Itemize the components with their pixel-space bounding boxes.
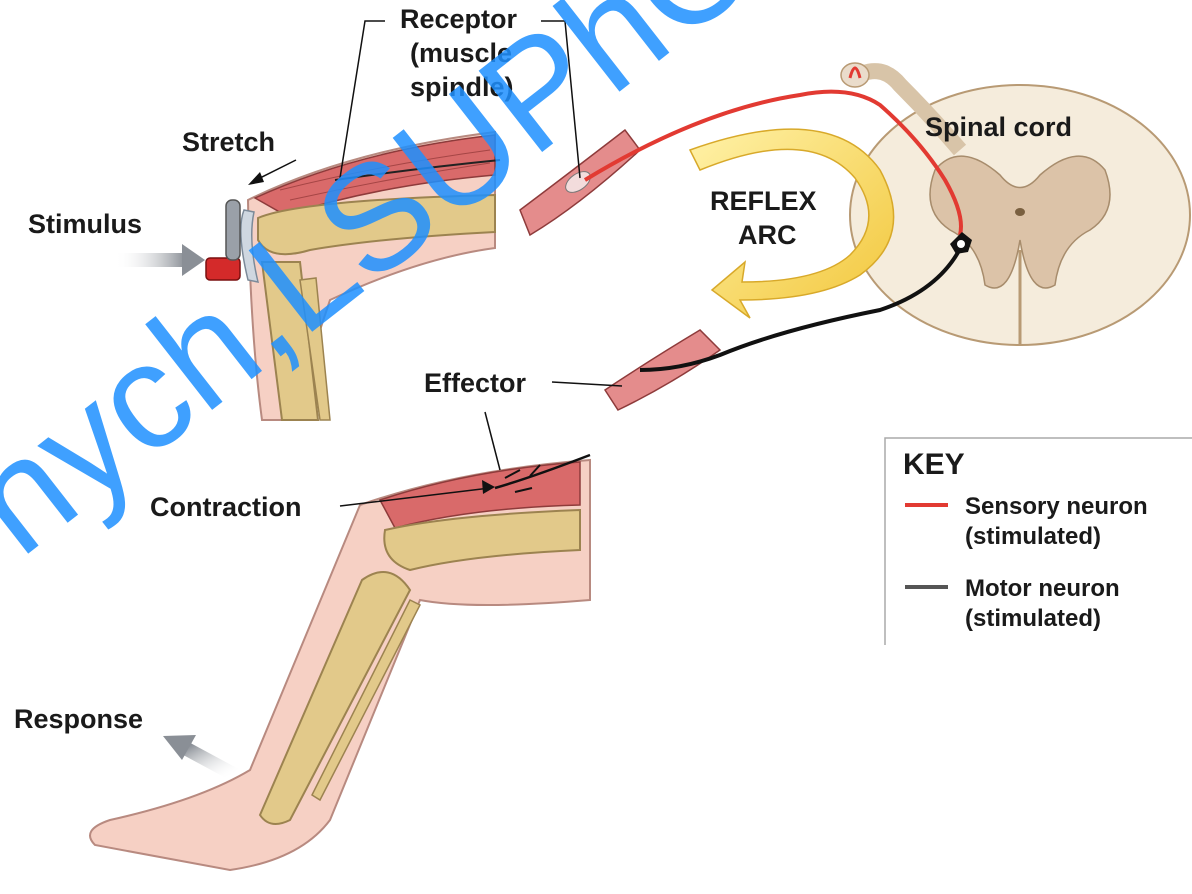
spinal-cord-illustration — [841, 63, 1190, 345]
effector-leader-line — [552, 382, 622, 386]
label-reflex: REFLEX — [710, 186, 817, 216]
label-response: Response — [14, 704, 143, 734]
legend-key: KEY Sensory neuron (stimulated) Motor ne… — [885, 438, 1192, 645]
stretch-arrowhead — [248, 172, 264, 185]
effector-leader-line-down — [485, 412, 500, 470]
label-stimulus: Stimulus — [28, 209, 142, 239]
label-arc: ARC — [738, 220, 797, 250]
key-sensory-line2: (stimulated) — [965, 523, 1101, 550]
label-spinal-cord: Spinal cord — [925, 112, 1072, 142]
key-title: KEY — [903, 448, 965, 481]
key-motor-line1: Motor neuron — [965, 575, 1120, 602]
key-motor-line2: (stimulated) — [965, 605, 1101, 632]
response-arrow — [163, 735, 235, 775]
label-effector: Effector — [424, 368, 527, 398]
label-stretch: Stretch — [182, 127, 275, 157]
label-contraction: Contraction — [150, 492, 302, 522]
key-sensory-line1: Sensory neuron — [965, 493, 1148, 520]
